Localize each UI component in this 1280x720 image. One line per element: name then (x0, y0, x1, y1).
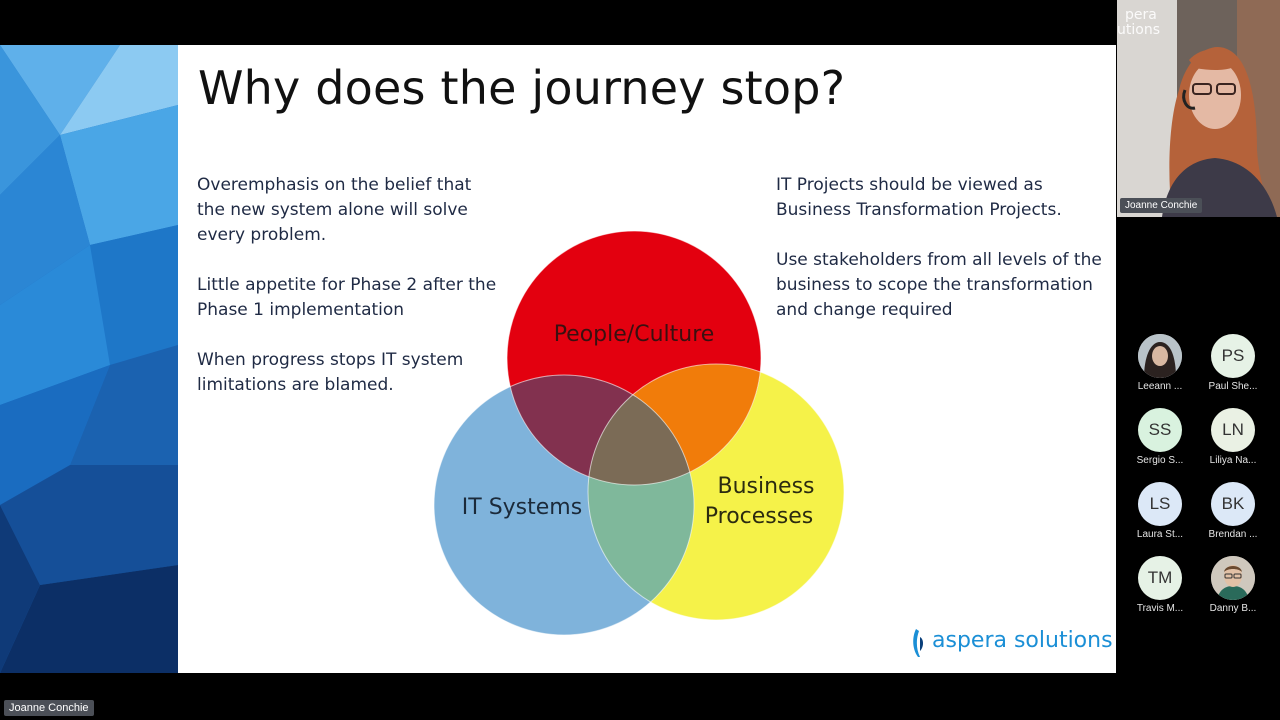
participant-tile[interactable]: BK Brendan ... (1198, 482, 1268, 548)
active-speaker-name: Joanne Conchie (1120, 198, 1203, 213)
participant-avatar: LS (1138, 482, 1182, 526)
participant-avatar: BK (1211, 482, 1255, 526)
active-speaker-video[interactable]: pera utions (1117, 0, 1280, 217)
participant-tile[interactable]: LS Laura St... (1125, 482, 1195, 548)
left-bullet-3: When progress stops IT system limitation… (197, 350, 464, 395)
participant-tile[interactable]: Leeann ... (1125, 334, 1195, 400)
participant-avatar: LN (1211, 408, 1255, 452)
participant-avatar: TM (1138, 556, 1182, 600)
left-bullet-2: Little appetite for Phase 2 after the Ph… (197, 275, 497, 320)
participant-tile[interactable]: LN Liliya Na... (1198, 408, 1268, 474)
venn-label-it: IT Systems (462, 495, 582, 520)
participant-tile[interactable]: SS Sergio S... (1125, 408, 1195, 474)
company-logo: aspera solutions (908, 625, 1113, 661)
participant-avatar: PS (1211, 334, 1255, 378)
venn-overlap-center (588, 375, 694, 485)
participant-tile[interactable]: Danny B... (1198, 556, 1268, 622)
slide-title: Why does the journey stop? (198, 61, 846, 115)
left-bullet-list: Overemphasis on the belief that the new … (197, 173, 517, 423)
shared-slide: Why does the journey stop? Overemphasis … (0, 45, 1116, 673)
venn-label-business-line2: Processes (705, 504, 813, 529)
participant-avatar (1211, 556, 1255, 600)
speaker-video-feed (1162, 46, 1277, 217)
presenter-name-tag: Joanne Conchie (4, 700, 94, 716)
participant-avatar (1138, 334, 1182, 378)
venn-diagram: People/Culture IT Systems Business Proce… (433, 230, 845, 636)
venn-label-people: People/Culture (554, 322, 715, 347)
aspera-logo-icon (913, 629, 923, 657)
slide-decoration (0, 45, 178, 673)
participant-photo-icon (1211, 556, 1255, 600)
speaker-background-brand: pera utions (1117, 7, 1160, 38)
participant-tile[interactable]: TM Travis M... (1125, 556, 1195, 622)
participant-avatar: SS (1138, 408, 1182, 452)
participant-tile[interactable]: PS Paul She... (1198, 334, 1268, 400)
right-bullet-2: Use stakeholders from all levels of the … (776, 250, 1102, 320)
logo-text: aspera solutions (932, 628, 1113, 653)
right-bullet-1: IT Projects should be viewed as Business… (776, 175, 1062, 220)
top-bar (0, 0, 1116, 45)
left-bullet-1: Overemphasis on the belief that the new … (197, 175, 472, 245)
venn-label-business-line1: Business (717, 474, 814, 499)
right-bullet-list: IT Projects should be viewed as Business… (776, 173, 1111, 348)
participant-photo-icon (1138, 334, 1182, 378)
